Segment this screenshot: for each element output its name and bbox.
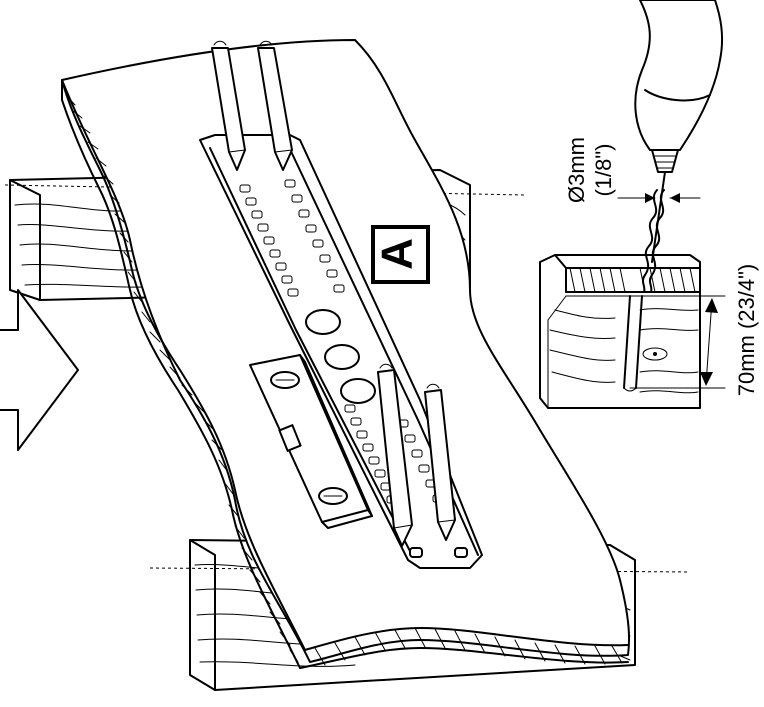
drill-icon xyxy=(634,0,724,293)
drill-depth-label: 70mm (23/4") xyxy=(734,264,759,397)
pencil-icon xyxy=(211,40,246,171)
arrow-right-icon xyxy=(0,289,79,451)
spirit-level-icon xyxy=(249,354,373,529)
pencil-icon xyxy=(377,363,413,547)
drill-diameter-imperial-label: (1/8") xyxy=(591,143,616,196)
depth-dimension-line xyxy=(705,299,713,385)
mounting-rail xyxy=(199,134,483,569)
bracket-marker: A xyxy=(371,225,430,284)
drill-detail: Ø3mm (1/8") 70mm (23/4") xyxy=(539,0,759,409)
bracket-marker-label: A xyxy=(373,238,422,270)
pencil-icon xyxy=(257,40,293,171)
pencil-icon xyxy=(424,383,456,541)
wood-beam-icon xyxy=(539,254,701,409)
drill-diameter-label: Ø3mm xyxy=(564,137,589,203)
